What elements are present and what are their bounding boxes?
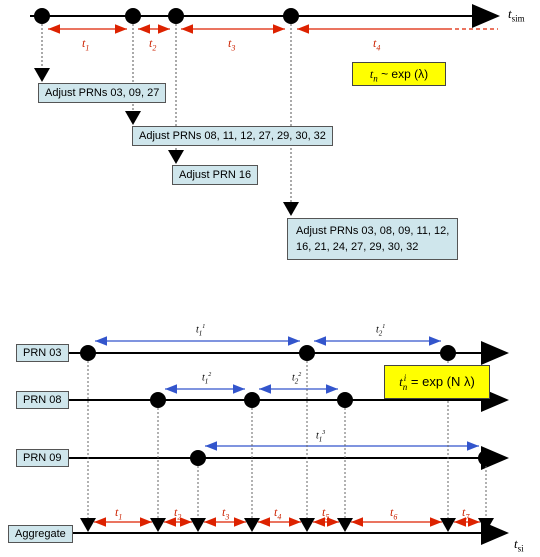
bottom-axis-label: tsi <box>514 536 524 554</box>
adjust-box: Adjust PRNs 08, 11, 12, 27, 29, 30, 32 <box>132 126 333 146</box>
top-axis-label: tsim <box>508 6 525 24</box>
aggregate-event-triangle <box>299 518 315 532</box>
aggregate-event-triangle <box>337 518 353 532</box>
aggregate-interval-label: t3 <box>222 505 230 522</box>
top-event-dot <box>125 8 141 24</box>
aggregate-interval-label: t6 <box>390 505 398 522</box>
adjust-box: Adjust PRN 16 <box>172 165 259 185</box>
aggregate-event-triangle <box>478 518 494 532</box>
top-event-dot <box>168 8 184 24</box>
prn03-event-dot <box>440 345 456 361</box>
prn08-event-dot <box>244 392 260 408</box>
prn09-event-dot <box>478 450 494 466</box>
top-event-dot <box>34 8 50 24</box>
adjust-box: Adjust PRNs 03, 09, 27 <box>38 83 167 103</box>
adjust-box-multiline: Adjust PRNs 03, 08, 09, 11, 12, 16, 21, … <box>287 218 459 260</box>
row-label-prn09: PRN 09 <box>16 449 69 467</box>
aggregate-event-triangle <box>80 518 96 532</box>
top-drop-triangle <box>283 202 299 216</box>
top-interval-label: t2 <box>149 36 157 53</box>
top-interval-label: t4 <box>373 36 381 53</box>
prn03-event-dot <box>299 345 315 361</box>
aggregate-event-triangle <box>190 518 206 532</box>
aggregate-event-triangle <box>150 518 166 532</box>
aggregate-interval-label: t2 <box>174 505 182 522</box>
prn08-interval-label: t22 <box>292 372 302 386</box>
top-formula-box: tn ~ exp (λ) <box>352 62 446 86</box>
top-interval-label: t1 <box>82 36 90 53</box>
row-label-prn03: PRN 03 <box>16 344 69 362</box>
top-drop-triangle <box>125 111 141 125</box>
prn03-interval-label: t21 <box>376 324 386 338</box>
aggregate-interval-label: t5 <box>322 505 330 522</box>
aggregate-interval-label: t7 <box>462 505 470 522</box>
adjust-box-line: 16, 21, 24, 27, 29, 30, 32 <box>296 241 419 253</box>
aggregate-event-triangle <box>244 518 260 532</box>
prn03-interval-label: t11 <box>196 324 206 338</box>
aggregate-event-triangle <box>440 518 456 532</box>
prn09-interval-label: t13 <box>316 430 326 444</box>
top-interval-label: t3 <box>228 36 236 53</box>
top-drop-triangle <box>168 150 184 164</box>
prn08-event-dot <box>150 392 166 408</box>
top-drop-triangle <box>34 68 50 82</box>
row-label-prn08: PRN 08 <box>16 391 69 409</box>
adjust-box-line: Adjust PRNs 03, 08, 09, 11, 12, <box>296 225 450 237</box>
prn08-event-dot <box>337 392 353 408</box>
top-event-dot <box>283 8 299 24</box>
aggregate-interval-label: t1 <box>115 505 123 522</box>
prn08-interval-label: t12 <box>202 372 212 386</box>
aggregate-interval-label: t4 <box>274 505 282 522</box>
row-label-aggregate: Aggregate <box>8 525 73 543</box>
prn09-event-dot <box>190 450 206 466</box>
prn03-event-dot <box>80 345 96 361</box>
